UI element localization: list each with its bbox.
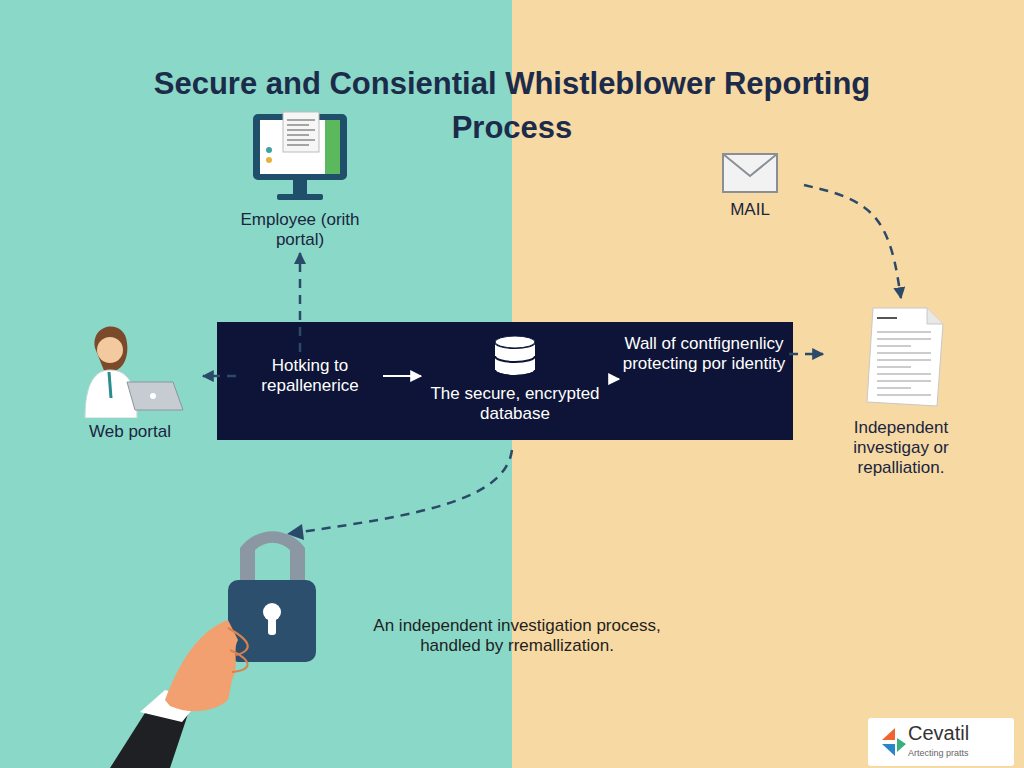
document-node: Independent investigay or repalliation. [826, 302, 976, 478]
fingers [228, 628, 248, 672]
portal-node: Employee (orith portal) [222, 110, 378, 250]
node-label: MAIL [700, 200, 800, 220]
database-node: The secure, encrypted database [424, 334, 606, 424]
doc-icon [851, 302, 951, 414]
flow-arrow [804, 185, 901, 298]
portal-node: Web portal [60, 318, 200, 442]
process-band [217, 322, 793, 440]
monitor-icon [245, 110, 355, 206]
woman-icon [65, 318, 195, 418]
node-label: Web portal [60, 422, 200, 442]
node-label: Employee (orith portal) [222, 210, 378, 250]
logo-mark [882, 744, 895, 756]
node-label: The secure, encrypted database [424, 384, 606, 424]
mail-icon [719, 150, 781, 196]
flow-arrow [383, 375, 421, 377]
process-box: Hotking to repallenerice [240, 356, 380, 396]
lock-body [228, 580, 316, 662]
mail-node: MAIL [700, 150, 800, 220]
process-box: Wall of contfignenlicy protecting por id… [622, 334, 786, 374]
node-label: Independent investigay or repalliation. [826, 418, 976, 478]
flow-arrow [203, 375, 236, 378]
db-icon [491, 334, 539, 380]
logo-name: Cevatil [908, 722, 1008, 745]
hand [165, 620, 238, 711]
flow-arrow [609, 378, 619, 380]
logo-mark [897, 738, 906, 752]
flow-arrow [789, 353, 823, 356]
lock-connector [300, 450, 512, 532]
keyhole-slot [268, 615, 276, 635]
node-label: Hotking to repallenerice [240, 356, 380, 396]
logo-box [868, 718, 1014, 766]
logo-tagline: Artecting pratts [908, 748, 1012, 758]
caption-note: An independent investigation process, ha… [352, 616, 682, 656]
flow-arrow [299, 253, 302, 352]
node-label: Wall of contfignenlicy protecting por id… [622, 334, 786, 374]
logo-mark [882, 728, 895, 740]
lock-shackle [240, 531, 305, 585]
